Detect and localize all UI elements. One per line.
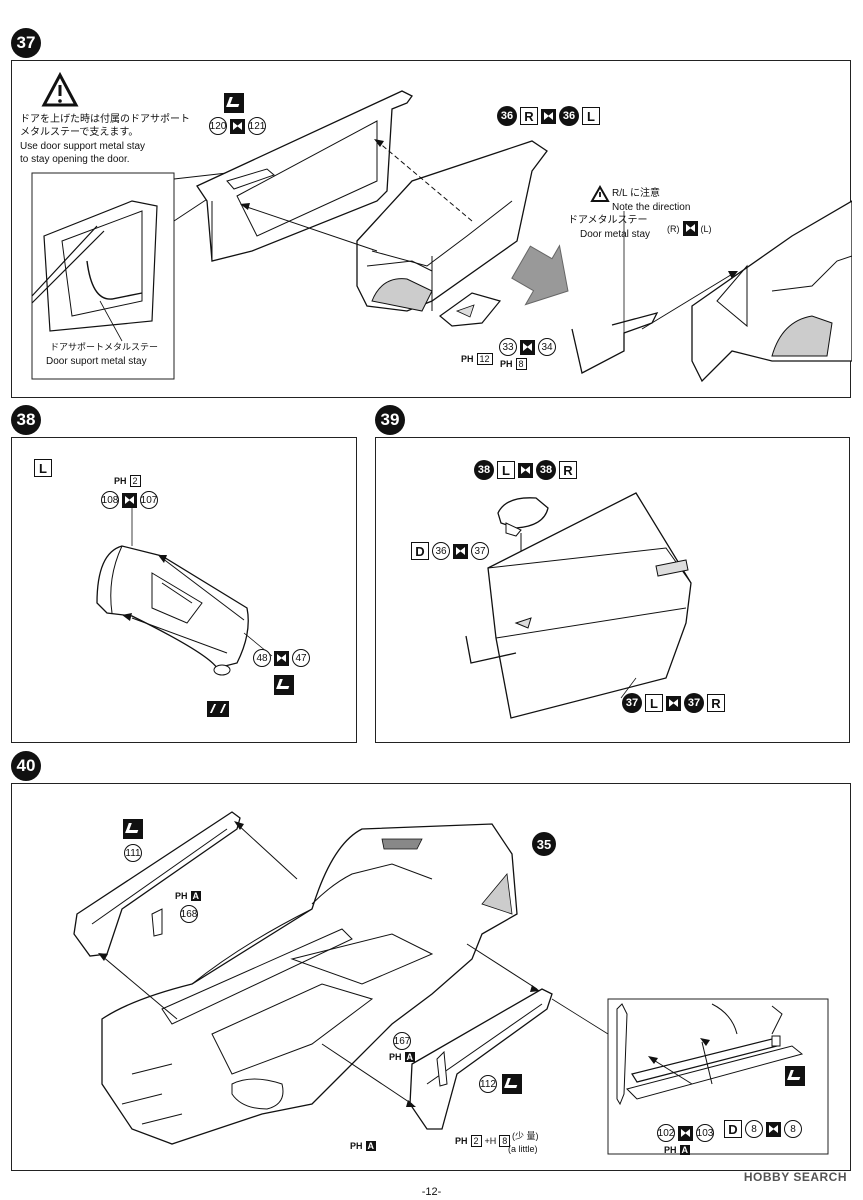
paint-d-36-37: D 36 37 <box>411 542 489 560</box>
watermark: HOBBY SEARCH <box>743 1170 847 1184</box>
glue-icon <box>502 1074 522 1094</box>
step-39-panel: 38 L 38 R D 36 37 37 L 37 R <box>375 437 850 743</box>
step-40-number: 40 <box>11 751 41 781</box>
join-icon <box>122 492 137 508</box>
join-icon <box>230 118 245 134</box>
inset-label-en: Door suport metal stay <box>46 356 147 367</box>
step-38-panel: L PH 2 108 107 48 47 <box>11 437 357 743</box>
step-38-number: 38 <box>11 405 41 435</box>
paint-pha-168: PH A <box>175 891 202 901</box>
step-40-panel: 111 PH A 168 35 167 PH A 112 PH A PH 2 +… <box>11 783 851 1171</box>
part-ref-48-47: 48 47 <box>253 649 310 667</box>
step-37-drawing <box>31 71 852 383</box>
cement-icon <box>207 701 229 717</box>
glue-icon <box>123 819 143 839</box>
part-111: 111 <box>124 844 142 862</box>
join-icon <box>541 108 556 124</box>
little-en: (a little) <box>508 1144 538 1154</box>
step-39-number: 39 <box>375 405 405 435</box>
join-icon <box>766 1121 781 1137</box>
part-ref-33-34: 33 34 <box>499 338 556 356</box>
inset-label-ja: ドアサポートメタルステー <box>50 342 159 352</box>
warning-text-ja: ドアを上げた時は付属のドアサポート <box>20 114 190 125</box>
glue-icon <box>785 1066 805 1086</box>
warning-text-ja-2: メタルステーで支えます。 <box>20 127 139 138</box>
paint-pha-167: PH A <box>389 1052 416 1062</box>
note-rl: R/L に注意 <box>612 188 660 199</box>
join-icon <box>682 221 698 236</box>
step-40-drawing <box>73 811 829 1155</box>
door-ref-37l-37r: 37 L 37 R <box>622 693 725 713</box>
warning-small-icon <box>590 185 610 202</box>
mirror-ref-38l-38r: 38 L 38 R <box>474 460 577 480</box>
note-direction: Note the direction <box>612 202 691 213</box>
part-ref-108-107: 108 107 <box>101 491 158 509</box>
step-38-drawing <box>96 498 273 676</box>
warning-text-en: Use door support metal stay <box>20 141 146 152</box>
paint-ph8: PH 8 <box>500 358 527 370</box>
join-icon <box>678 1125 693 1141</box>
side-label-l: L <box>34 459 52 477</box>
part-168: 168 <box>180 905 198 923</box>
part-ref-120-121: 120 121 <box>209 117 266 135</box>
join-icon <box>518 462 533 478</box>
step-37-panel: ドアを上げた時は付属のドアサポート メタルステーで支えます。 Use door … <box>11 60 852 398</box>
body-35: 35 <box>532 832 556 856</box>
paint-ph2-h8: PH 2 +H 8 <box>455 1135 511 1147</box>
join-icon <box>274 650 289 666</box>
page-number: -12- <box>421 1186 442 1198</box>
paint-ph2: PH 2 <box>114 475 141 487</box>
door-ref-36r-36l: 36 R 36 L <box>497 106 600 126</box>
glue-icon <box>224 93 244 113</box>
glue-icon <box>274 675 294 695</box>
little-ja: (少 量) <box>512 1131 539 1141</box>
part-ref-102-103: 102 103 <box>657 1124 714 1142</box>
paint-ph12: PH 12 <box>461 353 493 365</box>
paint-d-8-8: D 8 8 <box>724 1120 802 1138</box>
part-112-glue: 112 <box>479 1075 497 1093</box>
warning-text-en-2: to stay opening the door. <box>20 154 130 165</box>
note-stay-en: Door metal stay <box>580 229 651 240</box>
paint-pha-bottom: PH A <box>350 1141 377 1151</box>
part-167: 167 <box>393 1032 411 1050</box>
step-37-number: 37 <box>11 28 41 58</box>
join-icon <box>453 543 468 559</box>
paint-pha-inset: PH A <box>664 1145 691 1155</box>
join-icon <box>520 339 535 355</box>
note-r-l: (R) (L) <box>667 221 712 236</box>
join-icon <box>666 695 681 711</box>
note-stay-ja: ドアメタルステー <box>568 215 648 226</box>
step-39-drawing <box>465 492 692 719</box>
